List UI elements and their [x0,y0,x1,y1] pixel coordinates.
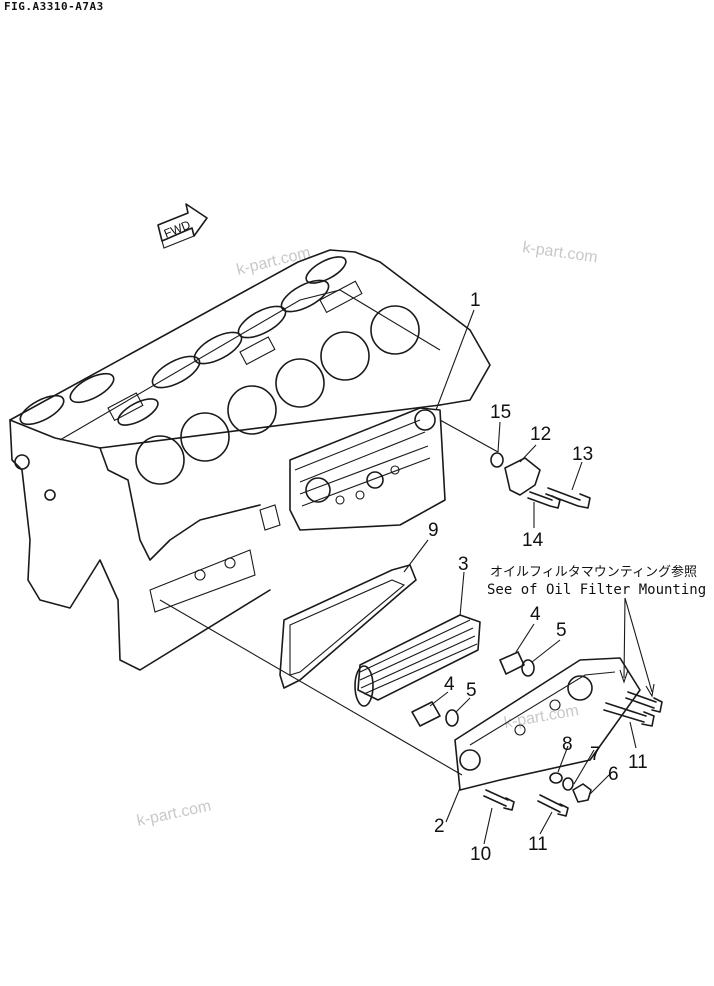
watermark-2: k-part.com [521,239,598,266]
note-english: See of Oil Filter Mounting [487,582,706,598]
oil-cooler-cover-part-2 [454,657,641,791]
callout-11-right: 11 [628,752,648,773]
cylinder-block [9,249,491,671]
callout-13: 13 [572,444,593,465]
callout-9: 9 [428,520,439,541]
oil-cooler-element-part-3 [354,614,481,707]
alignment-line-cover [159,599,463,776]
note-japanese: オイルフィルタマウンティング参照 [490,564,697,580]
bolt-part-10 [483,789,515,811]
callout-5-upper: 5 [556,620,567,641]
callout-7: 7 [590,744,601,765]
bolt-part-14 [527,491,561,509]
callout-15: 15 [490,402,511,423]
bolt-part-11-right-b [625,691,663,713]
gasket-part-4-lower [411,701,441,727]
callout-1: 1 [470,290,481,311]
o-ring-part-5-upper [521,659,535,677]
callout-12: 12 [530,424,551,445]
callout-10: 10 [470,844,491,865]
washer-part-8 [549,772,563,784]
callout-3: 3 [458,554,469,575]
washer-part-7 [562,777,574,791]
callout-4-upper: 4 [530,604,541,625]
nut-part-6 [572,783,592,803]
callout-8: 8 [562,734,573,755]
flange-part-12 [504,457,541,496]
alignment-line-flange [439,419,499,453]
note-arrow-1 [619,597,629,684]
callout-6: 6 [608,764,619,785]
o-ring-part-15 [490,452,504,468]
figure-id: FIG.A3310-A7A3 [4,0,104,13]
bolt-part-13 [545,487,591,509]
callout-11-lower: 11 [528,834,548,855]
callout-4-lower: 4 [444,674,455,695]
gasket-part-9 [279,564,417,689]
bolt-part-11-lower [537,794,569,817]
leader-lines [403,309,637,845]
fwd-arrow-icon: FWD [157,203,208,249]
bolt-part-11-right-a [603,702,655,727]
oil-cooler-cover-mounted [289,407,446,531]
o-ring-part-5-lower [445,709,459,727]
callout-14: 14 [522,530,544,551]
gasket-part-4-upper [499,651,525,675]
callout-2: 2 [434,816,445,837]
note-arrow-2 [624,597,655,698]
watermark-3: k-part.com [135,798,212,830]
callout-5-lower: 5 [466,680,477,701]
watermark-4: k-part.com [503,702,580,732]
